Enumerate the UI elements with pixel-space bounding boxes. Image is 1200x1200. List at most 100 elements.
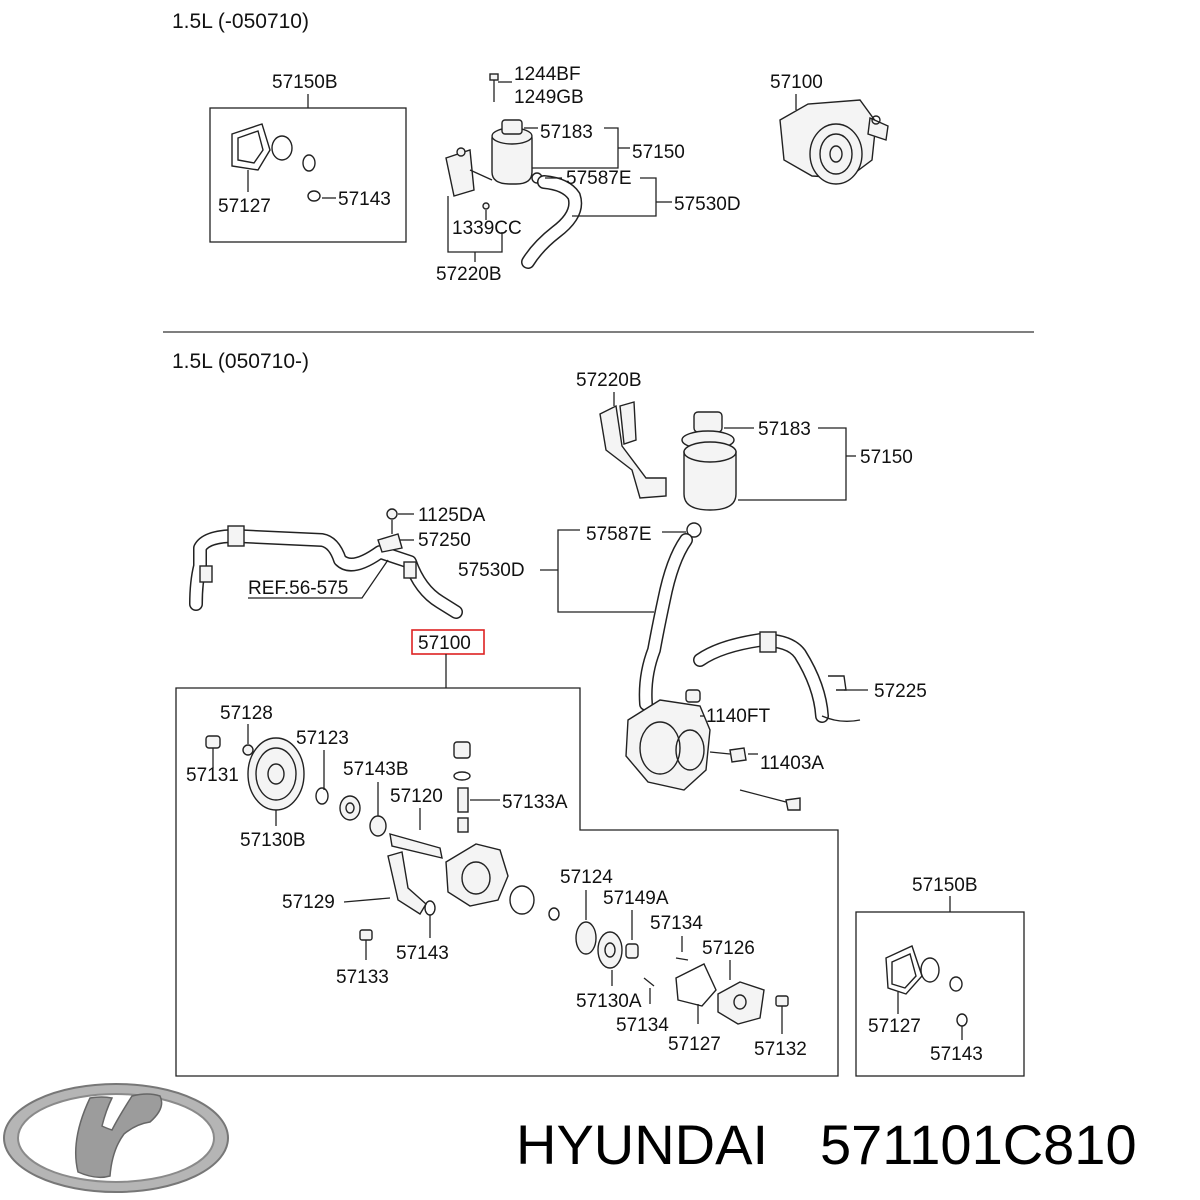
bottom-clip-label: 57250 (418, 530, 471, 551)
screw-icon (482, 202, 490, 210)
bottom-bearing-label: 57143B (343, 759, 409, 780)
top-cap-label: 57183 (540, 122, 593, 143)
oring-icon (424, 900, 436, 916)
bottom-pump-bolt2-label: 11403A (760, 753, 824, 774)
pump-icon (625, 699, 711, 791)
oring-icon (271, 135, 293, 161)
bolt-icon (775, 995, 789, 1007)
top-clamp-label: 57587E (566, 168, 632, 189)
bottom-pulley-label: 57130B (240, 830, 306, 851)
oring-icon (307, 190, 321, 202)
hyundai-logo-icon (3, 1083, 229, 1193)
bottom-kit-gasket-label: 57127 (868, 1016, 921, 1037)
gasket-icon (231, 123, 271, 171)
bottom-gasket-label: 57127 (668, 1034, 721, 1055)
bottom-ring-label: 57124 (560, 867, 613, 888)
pipe-icon (387, 851, 427, 915)
valve-icon (457, 787, 469, 813)
bolt-icon (359, 929, 373, 941)
bottom-kit-oring-label: 57143 (930, 1044, 983, 1065)
top-section: 1.5L (-050710) 57150B 57127 57143 1244BF… (172, 10, 889, 285)
pump-housing-icon (445, 843, 509, 907)
bolt-icon (729, 747, 747, 763)
bottom-kit-box-label: 57150B (912, 875, 978, 896)
footer-brand: HYUNDAI (516, 1113, 768, 1176)
bottom-pressure-hose-label: 57225 (874, 681, 927, 702)
bottom-pump-assy-label: 57100 (418, 633, 471, 654)
exploded-view-box (175, 687, 839, 1077)
top-section-title: 1.5L (-050710) (172, 10, 309, 33)
bottom-nut-label: 57128 (220, 703, 273, 724)
gasket-icon (675, 963, 717, 1007)
bottom-valve-label: 57133A (502, 792, 568, 813)
ring-icon (575, 921, 597, 955)
cap-icon (693, 411, 723, 433)
bottom-pin2-label: 57134 (650, 913, 703, 934)
bottom-pump-bolt-label: 1140FT (706, 706, 770, 727)
top-kit-box-label: 57150B (272, 72, 338, 93)
bottom-cap-label: 57183 (758, 419, 811, 440)
cover-icon (717, 981, 765, 1025)
bolt-icon (386, 508, 398, 520)
bottom-pin-label: 57149A (603, 888, 669, 909)
bottom-clamp-label: 57587E (586, 524, 652, 545)
bottom-bolt-label: 1125DA (418, 505, 486, 526)
bottom-hose-label: 57530D (458, 560, 525, 581)
top-kit-box: 57150B 57127 57143 (209, 72, 407, 243)
bottom-section-title: 1.5L (050710-) (172, 350, 309, 373)
bottom-bolt-small-label: 57133 (336, 967, 389, 988)
bottom-shaft-label: 57120 (390, 786, 443, 807)
reservoir-icon (683, 451, 737, 511)
bottom-pin3-label: 57134 (616, 1015, 669, 1036)
bottom-bolt-cover-label: 57132 (754, 1039, 807, 1060)
pin-icon (625, 943, 639, 959)
pump-assy-highlight[interactable] (411, 629, 485, 655)
bottom-nut2-label: 57131 (186, 765, 239, 786)
bottom-section: 1.5L (050710-) 57220B 57183 57150 1125DA… (172, 350, 1025, 1077)
bottom-rotor-label: 57130A (576, 991, 642, 1012)
bottom-oring2-label: 57143 (396, 943, 449, 964)
top-screw-label: 1339CC (452, 218, 522, 239)
top-bracket-label: 57220B (436, 264, 502, 285)
valve-fitting-icon (453, 741, 471, 759)
bolt-icon (489, 73, 499, 81)
bottom-kit-box (855, 911, 1025, 1077)
rotor-icon (597, 931, 623, 969)
oring-icon (920, 957, 940, 983)
clip-icon (377, 533, 403, 553)
bolt-icon (785, 797, 801, 811)
bottom-cover-label: 57126 (702, 938, 755, 959)
shaft-icon (389, 833, 443, 859)
top-pump: 57100 (770, 72, 889, 185)
bottom-oring1-label: 57123 (296, 728, 349, 749)
top-reservoir-label: 57150 (632, 142, 685, 163)
top-hose-label: 57530D (674, 194, 741, 215)
top-kit-oring-label: 57143 (338, 189, 391, 210)
oring-icon (315, 787, 329, 805)
bottom-reservoir-label: 57150 (860, 447, 913, 468)
pipe-clip-icon (227, 525, 245, 547)
oring-icon (949, 976, 963, 992)
oring-icon (302, 154, 316, 172)
seal-icon (369, 815, 387, 837)
bracket-icon (445, 149, 475, 197)
nut-icon (205, 735, 221, 749)
bottom-ref-label: REF.56-575 (248, 578, 348, 599)
bottom-bracket-label: 57220B (576, 370, 642, 391)
top-bolt-b-label: 1249GB (514, 87, 584, 108)
footer-part-number: 571101C810 (820, 1113, 1137, 1176)
bottom-pipe-label: 57129 (282, 892, 335, 913)
gasket-icon (885, 945, 923, 995)
cap-icon (501, 119, 523, 135)
top-bolt-a-label: 1244BF (514, 64, 581, 85)
pipe-clip-icon (759, 631, 777, 653)
reservoir-icon (491, 137, 533, 185)
bearing-icon (339, 795, 361, 821)
oring-icon (509, 885, 535, 915)
top-kit-gasket-label: 57127 (218, 196, 271, 217)
top-pump-label: 57100 (770, 72, 823, 93)
nut-icon (242, 744, 254, 756)
clamp-icon (686, 522, 702, 538)
oring-icon (956, 1013, 968, 1027)
top-reservoir-assembly: 1244BF 1249GB 57183 57150 57587E 57530D (436, 64, 741, 285)
